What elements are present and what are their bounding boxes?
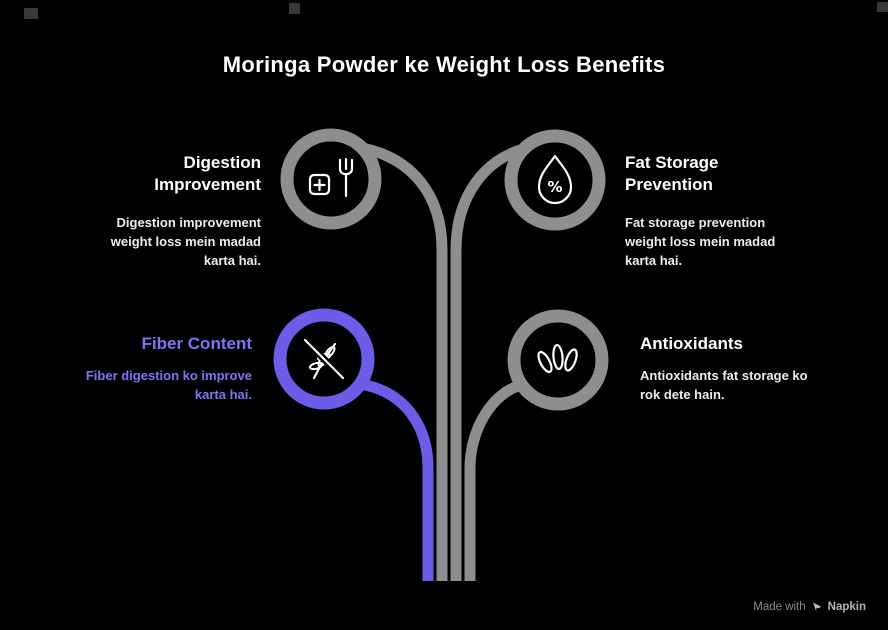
node-title-antioxidants: Antioxidants (640, 334, 743, 353)
napkin-attribution-link[interactable]: Made with Napkin (753, 601, 866, 613)
node-desc-fiber: Fiber digestion ko improve karta hai. (85, 368, 252, 402)
node-title-fiber: Fiber Content (141, 334, 253, 353)
branch-ring-fiber (273, 308, 375, 410)
node-desc-fat-storage: Fat storage prevention weight loss mein … (625, 215, 776, 268)
napkin-logo-icon (812, 602, 822, 612)
made-with-label: Made with (753, 601, 806, 613)
droplet-percent-icon: % (537, 154, 573, 205)
branch-stem-digestion (360, 142, 448, 581)
branch-stem-fat-storage (450, 143, 526, 581)
stray-mark (24, 8, 38, 19)
branch-stem-antioxidants (464, 379, 524, 581)
medical-nutrition-icon (308, 157, 354, 198)
node-desc-digestion: Digestion improvement weight loss mein m… (110, 215, 261, 268)
branch-stem-fiber (358, 378, 434, 581)
droplet-percent-text: % (547, 178, 562, 196)
branch-ring-digestion (280, 128, 382, 230)
node-title-digestion: Digestion Improvement (154, 153, 261, 195)
branch-ring-fat-storage (504, 129, 606, 231)
stray-mark (289, 3, 300, 14)
napkin-brand-label: Napkin (827, 601, 866, 613)
branch-ring-antioxidants (507, 309, 609, 411)
node-title-fat-storage: Fat Storage Prevention (625, 153, 719, 195)
page-title: Moringa Powder ke Weight Loss Benefits (222, 52, 666, 77)
seeds-icon (537, 343, 578, 374)
wheat-slash-icon (300, 335, 348, 383)
node-desc-antioxidants: Antioxidants fat storage ko rok dete hai… (640, 368, 808, 402)
stray-mark (877, 2, 888, 12)
